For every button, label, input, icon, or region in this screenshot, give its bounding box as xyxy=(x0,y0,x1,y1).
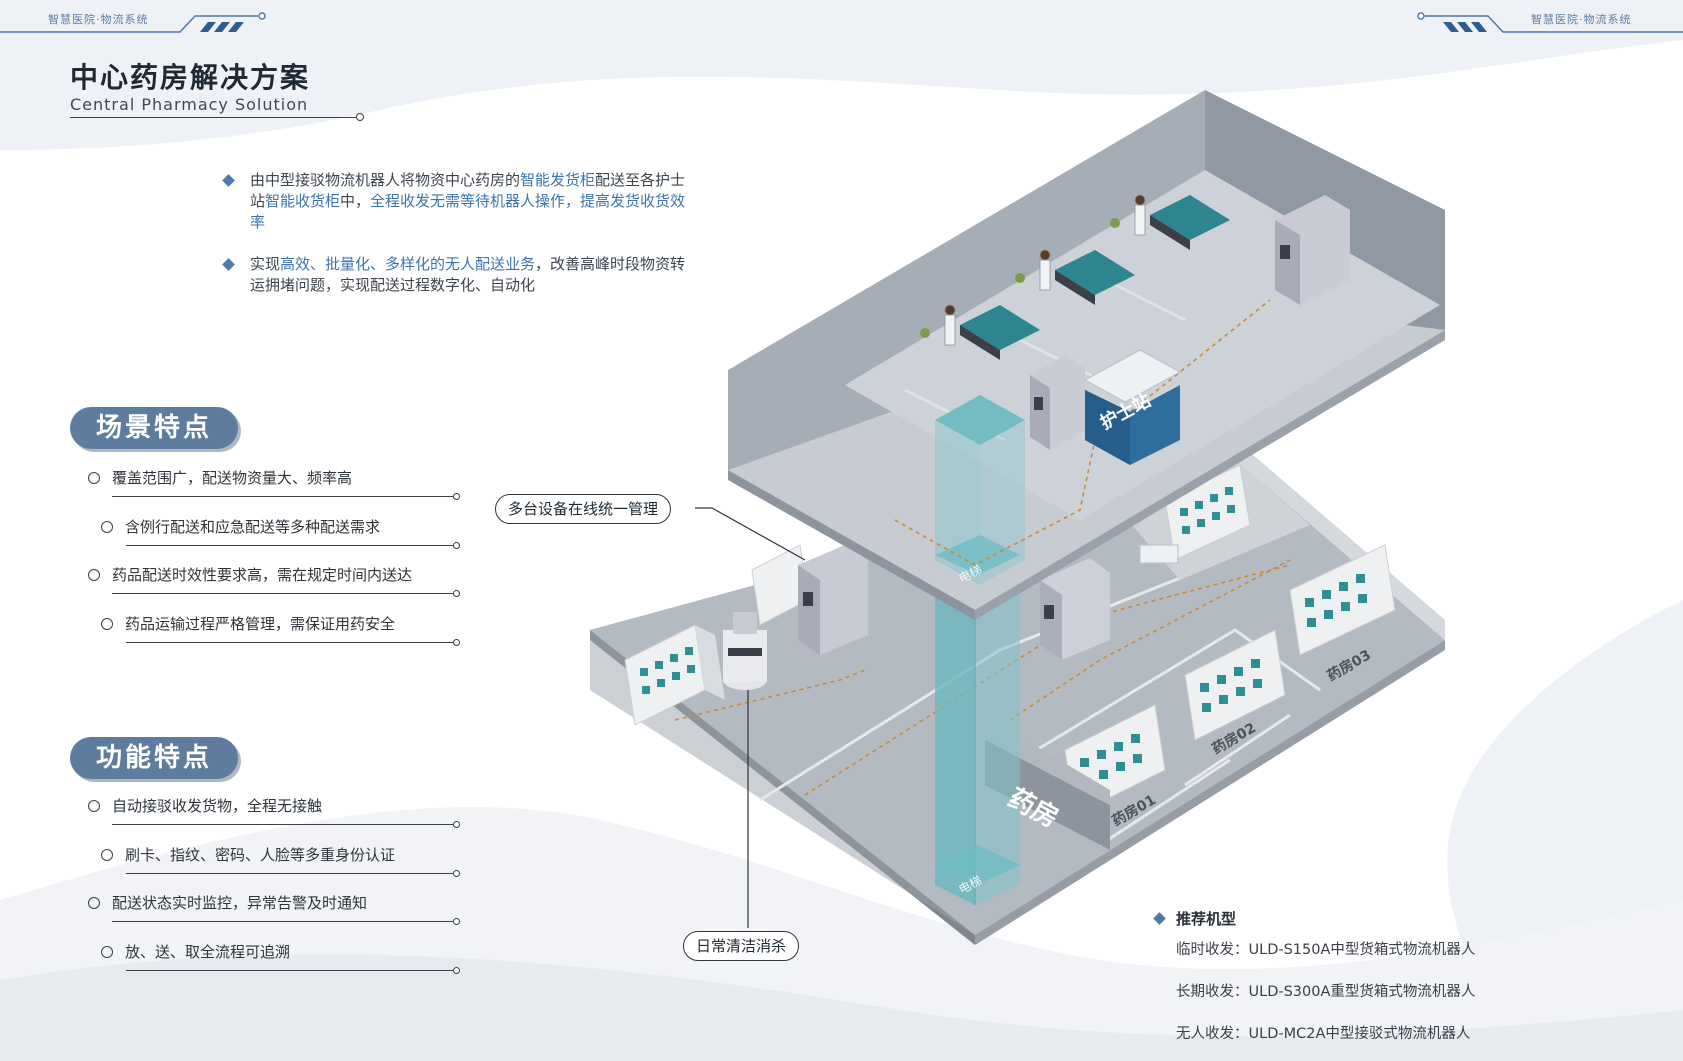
ring-bullet-icon xyxy=(88,897,100,909)
function-item: 自动接驳收发货物，全程无接触 xyxy=(88,795,322,816)
scene-item: 覆盖范围广，配送物资量大、频率高 xyxy=(88,467,352,488)
route-lower-3 xyxy=(1009,559,1291,721)
scene-item-text: 含例行配送和应急配送等多种配送需求 xyxy=(125,518,381,536)
robot-cleaning xyxy=(723,612,767,690)
scene-item: 药品运输过程严格管理，需保证用药安全 xyxy=(101,613,395,634)
cabinet-windows xyxy=(640,487,1367,787)
staff-figures xyxy=(944,194,1146,346)
function-item: 配送状态实时监控，异常告警及时通知 xyxy=(88,892,367,913)
ring-bullet-icon xyxy=(88,472,100,484)
intro-text: 实现 xyxy=(250,255,281,273)
plant-decor xyxy=(920,218,1120,338)
ring-bullet-icon xyxy=(101,946,113,958)
function-item-text: 刷卡、指纹、密码、人脸等多重身份认证 xyxy=(125,846,396,864)
intro-highlight: 高效、批量化、多样化的无人配送业务 xyxy=(280,255,536,273)
callout-manage: 多台设备在线统一管理 xyxy=(495,494,672,524)
route-upper xyxy=(894,299,1271,566)
ring-bullet-icon xyxy=(101,849,113,861)
function-item-underline xyxy=(112,918,460,925)
intro-bullet-1: 由中型接驳物流机器人将物资中心药房的智能发货柜配送至各护士站智能收货柜中，全程收… xyxy=(222,170,690,233)
intro-highlight: 智能发货柜 xyxy=(520,171,596,189)
callout-clean: 日常清洁消杀 xyxy=(683,931,800,961)
callout-manage-line xyxy=(695,507,806,561)
scene-heading: 场景特点 xyxy=(70,407,239,449)
intro-highlight: 全程收发无需等待机器人操作，提高发货收货效率 xyxy=(250,192,686,231)
page-title: 中心药房解决方案 xyxy=(70,61,311,94)
function-item-text: 自动接驳收发货物，全程无接触 xyxy=(112,797,323,815)
function-item-text: 放、送、取全流程可追溯 xyxy=(125,943,291,961)
function-item: 刷卡、指纹、密码、人脸等多重身份认证 xyxy=(101,844,395,865)
scene-item-underline xyxy=(126,639,460,646)
function-heading: 功能特点 xyxy=(70,737,239,779)
function-item-underline xyxy=(126,870,460,877)
scene-item: 含例行配送和应急配送等多种配送需求 xyxy=(101,516,380,537)
recommended-item: 长期收发：ULD-S300A重型货箱式物流机器人 xyxy=(1176,984,1476,1000)
ring-bullet-icon xyxy=(88,800,100,812)
intro-text: 由中型接驳物流机器人将物资中心药房的 xyxy=(250,171,521,189)
header-label-left: 智慧医院·物流系统 xyxy=(48,13,149,26)
intro-text: ，改善高峰时段物资转运拥堵问题，实现配送过程数字化、自动化 xyxy=(250,255,686,294)
ring-bullet-icon xyxy=(101,521,113,533)
function-item-underline xyxy=(126,967,460,974)
title-underline xyxy=(70,117,358,118)
ward-bed-group xyxy=(960,195,1230,360)
function-item-underline xyxy=(112,821,460,828)
scene-item-underline xyxy=(112,493,460,500)
recommended-item: 无人收发：ULD-MC2A中型接驳式物流机器人 xyxy=(1176,1026,1471,1042)
ring-bullet-icon xyxy=(88,569,100,581)
title-underline-dot xyxy=(356,113,364,121)
robot-box-upper xyxy=(1030,355,1085,450)
header-decoration-left xyxy=(0,12,266,33)
header-decoration-right xyxy=(1417,12,1683,33)
function-item-text: 配送状态实时监控，异常告警及时通知 xyxy=(112,894,368,912)
robot-box-lower-2 xyxy=(1040,558,1110,660)
scene-item-text: 药品运输过程严格管理，需保证用药安全 xyxy=(125,615,396,633)
robot-box-lower xyxy=(798,545,868,655)
header-label-right: 智慧医院·物流系统 xyxy=(1531,13,1632,26)
recommended-title: 推荐机型 xyxy=(1176,910,1237,928)
nurse-station xyxy=(1083,349,1182,465)
scene-item-underline xyxy=(126,542,460,549)
intro-text: 配送至各护士站 xyxy=(250,171,686,210)
intro-highlight: 智能收货柜 xyxy=(265,192,341,210)
function-item: 放、送、取全流程可追溯 xyxy=(101,941,290,962)
route-lower xyxy=(674,669,866,721)
elevator-top xyxy=(935,395,1025,585)
ring-bullet-icon xyxy=(101,618,113,630)
workbench xyxy=(1139,544,1179,564)
recommended-item: 临时收发：ULD-S150A中型货箱式物流机器人 xyxy=(1176,942,1476,958)
scene-item: 药品配送时效性要求高，需在规定时间内送达 xyxy=(88,564,412,585)
scene-item-text: 覆盖范围广，配送物资量大、频率高 xyxy=(112,469,353,487)
scene-item-text: 药品配送时效性要求高，需在规定时间内送达 xyxy=(112,566,413,584)
intro-bullet-2: 实现高效、批量化、多样化的无人配送业务，改善高峰时段物资转运拥堵问题，实现配送过… xyxy=(222,254,690,296)
intro-text: 中， xyxy=(340,192,371,210)
page-subtitle: Central Pharmacy Solution xyxy=(70,95,309,114)
robot-box-upper-2 xyxy=(1275,195,1350,305)
scene-item-underline xyxy=(112,590,460,597)
